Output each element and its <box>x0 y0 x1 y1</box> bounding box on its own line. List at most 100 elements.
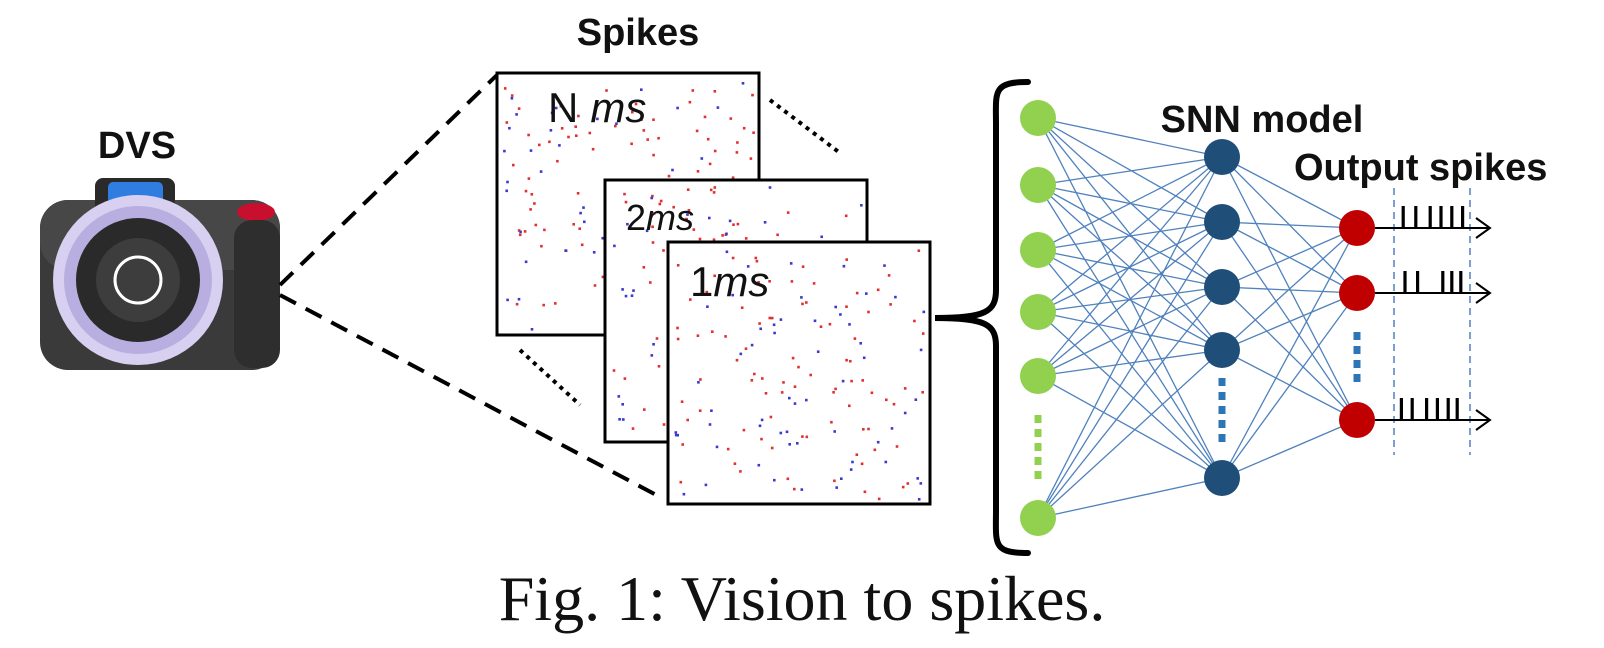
spike-event-dot <box>662 249 665 252</box>
spike-event-dot <box>850 379 853 383</box>
spike-event-dot <box>729 117 733 120</box>
spike-event-dot <box>877 497 881 501</box>
spike-event-dot <box>503 87 507 90</box>
spike-event-dot <box>510 94 514 97</box>
spike-event-dot <box>731 293 734 297</box>
spike-event-dot <box>646 138 649 141</box>
spike-event-dot <box>793 487 796 491</box>
connection-line <box>1221 419 1358 479</box>
spike-event-dot <box>506 298 509 302</box>
spike-event-dot <box>549 129 553 132</box>
spike-events-frame <box>674 249 926 501</box>
connection-line <box>1221 227 1358 288</box>
spike-event-dot <box>582 206 585 209</box>
spike-event-dot <box>805 435 809 439</box>
spike-event-dot <box>757 281 760 284</box>
spike-event-dot <box>626 222 629 226</box>
spike-event-dot <box>865 292 868 295</box>
spike-event-dot <box>760 418 764 422</box>
spike-event-dot <box>550 111 554 115</box>
connection-line <box>1037 221 1223 519</box>
spike-event-dot <box>727 274 730 277</box>
spike-event-dot <box>621 288 624 291</box>
spike-event-dot <box>691 89 695 92</box>
spike-event-dot <box>645 229 649 233</box>
spike-event-dot <box>517 107 521 110</box>
spike-event-dot <box>523 230 527 233</box>
spike-event-dot <box>676 326 679 330</box>
spike-event-dot <box>655 337 659 340</box>
spike-event-dot <box>572 223 575 226</box>
spike-event-dot <box>834 387 837 391</box>
spike-event-dot <box>659 199 663 203</box>
spike-event-dot <box>768 186 772 189</box>
spike-event-dot <box>725 250 729 254</box>
spike-event-dot <box>608 106 611 109</box>
connection-line <box>1037 156 1223 251</box>
spike-event-dot <box>554 302 557 305</box>
spike-event-dot <box>870 391 874 395</box>
spike-event-dot <box>624 294 628 298</box>
spike-event-dot <box>867 310 870 314</box>
frame-n-number: N <box>548 84 578 131</box>
spike-event-dot <box>667 174 671 178</box>
input-neuron <box>1020 500 1056 536</box>
spike-event-dot <box>672 205 675 209</box>
spike-event-dot <box>768 316 772 320</box>
input-layer <box>1020 100 1056 536</box>
spike-event-dot <box>922 310 926 314</box>
spike-event-dot <box>895 445 899 448</box>
output-neuron <box>1339 275 1375 311</box>
spike-event-dot <box>813 319 817 323</box>
spike-event-dot <box>630 294 634 297</box>
spike-event-dot <box>890 427 894 430</box>
spike-event-dot <box>630 142 633 146</box>
frame-1-number: 1 <box>690 258 713 305</box>
projection-line-bottom <box>279 293 661 499</box>
spike-event-dot <box>567 135 570 139</box>
spike-event-dot <box>703 115 707 119</box>
spike-event-dot <box>820 235 823 239</box>
spike-event-dot <box>883 264 886 267</box>
spike-event-dot <box>819 325 823 328</box>
event-frame-1: 1ms <box>666 240 932 506</box>
spike-event-dot <box>631 427 635 430</box>
spike-event-dot <box>785 430 789 434</box>
spike-event-dot <box>657 136 660 140</box>
spike-event-dot <box>623 377 627 380</box>
spike-event-dot <box>746 265 750 268</box>
spike-event-dot <box>733 462 737 465</box>
output-neuron <box>1339 402 1375 438</box>
spike-event-dot <box>728 219 732 223</box>
svg-text:1ms: 1ms <box>690 258 769 305</box>
spike-event-dot <box>755 259 759 263</box>
spike-event-dot <box>705 290 709 294</box>
dvs-camera-icon <box>40 178 280 370</box>
spike-event-dot <box>867 427 870 431</box>
connection-line <box>1037 117 1223 288</box>
spike-event-dot <box>788 443 791 446</box>
spike-event-dot <box>534 223 538 227</box>
connection-line <box>1037 221 1223 377</box>
spike-event-dot <box>884 460 888 464</box>
connection-line <box>1037 349 1223 377</box>
connection-line <box>1037 249 1223 479</box>
spike-event-dot <box>601 275 605 279</box>
frame-1-unit: ms <box>713 258 769 305</box>
spike-event-dot <box>788 396 791 400</box>
figure-caption: Fig. 1: Vision to spikes. <box>499 563 1106 634</box>
connection-line <box>1221 292 1358 351</box>
spike-event-dot <box>558 144 561 147</box>
spike-event-dot <box>596 117 599 121</box>
spike-event-dot <box>574 125 577 128</box>
spike-event-dot <box>554 106 558 110</box>
spike-event-dot <box>793 385 797 388</box>
spike-event-dot <box>801 435 804 438</box>
spike-event-dot <box>708 162 712 166</box>
spike-event-dot <box>833 479 836 483</box>
spike-event-dot <box>739 470 742 473</box>
spike-event-dot <box>674 433 678 437</box>
connection-line <box>1037 156 1223 313</box>
spike-event-dot <box>773 478 776 482</box>
spike-event-dot <box>697 381 700 384</box>
